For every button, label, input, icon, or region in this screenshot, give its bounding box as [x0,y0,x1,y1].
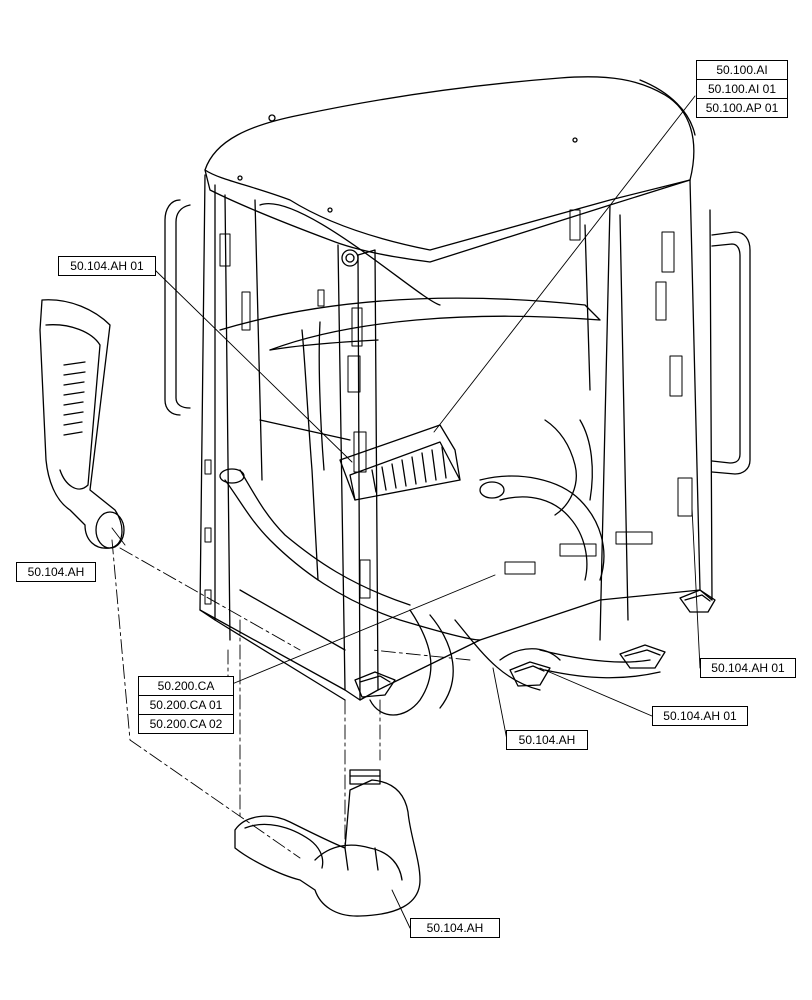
leader-lines [111,95,701,929]
callout-label: 50.200.CA 02 [139,714,233,733]
callout-50-104-ah-01-left: 50.104.AH 01 [58,256,156,276]
center-vent-grille [339,424,461,501]
cab-frame [199,174,713,701]
callout-50-104-ah-01-bottom-right: 50.104.AH 01 [652,706,748,726]
callout-label: 50.104.AH [426,921,484,935]
callout-label: 50.200.CA 01 [139,695,233,714]
callout-50-200-ca-group: 50.200.CA 50.200.CA 01 50.200.CA 02 [138,676,234,734]
projection-lines [111,539,471,859]
outlet-vents [354,589,716,698]
grab-handles [164,199,751,475]
callout-label: 50.200.CA [157,679,215,693]
bottom-exploded-duct [234,769,421,917]
callout-50-100-ai-group: 50.100.AI 50.100.AI 01 50.100.AP 01 [696,60,788,118]
callout-label: 50.100.AI [716,63,768,77]
callout-label: 50.100.AI 01 [697,79,787,98]
callout-label: 50.104.AH 01 [711,661,785,675]
callout-label: 50.104.AH [27,565,85,579]
callout-label: 50.104.AH 01 [663,709,737,723]
connector-plugs [204,209,693,605]
internal-ducts [219,321,661,716]
cab-roof [204,76,696,267]
callout-label: 50.104.AH [518,733,576,747]
callout-50-104-ah-left: 50.104.AH [16,562,96,582]
callout-50-104-ah-01-right: 50.104.AH 01 [700,658,796,678]
callout-label: 50.100.AP 01 [697,98,787,117]
callout-50-104-ah-bottom: 50.104.AH [410,918,500,938]
callout-label: 50.104.AH 01 [70,259,144,273]
callout-50-104-ah-center: 50.104.AH [506,730,588,750]
left-exploded-duct [39,299,125,549]
